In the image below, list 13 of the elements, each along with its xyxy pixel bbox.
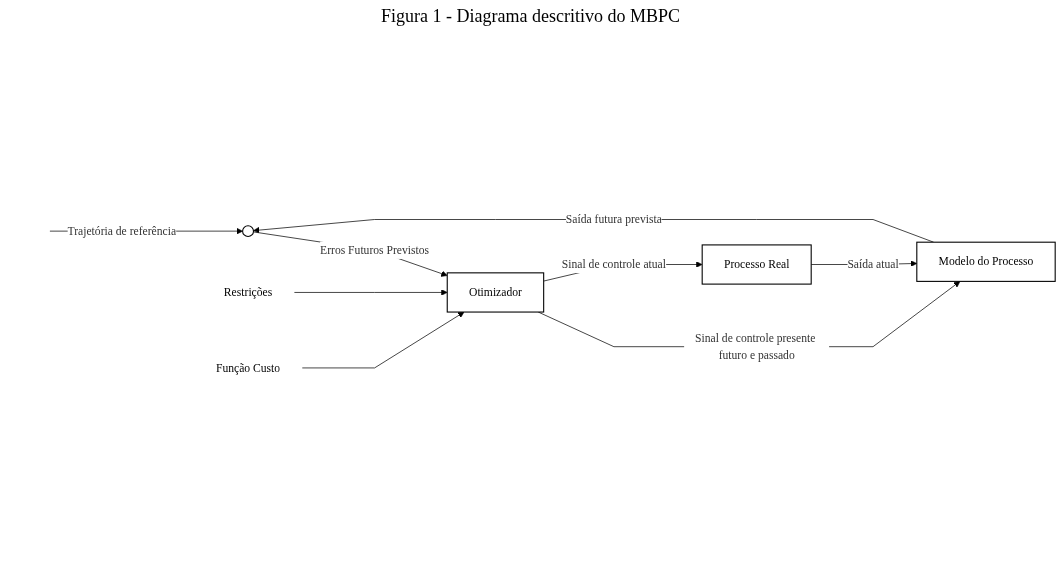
node-box: Processo Real — [701, 244, 812, 285]
edge-label: Sinal de controle atual — [561, 257, 666, 271]
edge-label: Saída atual — [847, 257, 899, 271]
node-circle — [242, 224, 255, 237]
node-text: Restrições — [223, 285, 273, 299]
edge-label: Sinal de controle presente futuro e passado — [695, 331, 816, 362]
node-text: Função Custo — [215, 361, 281, 374]
figure-title: Figura 1 - Diagrama descritivo do MBPC — [380, 5, 681, 28]
edge-label: Erros Futuros Previstos — [320, 243, 430, 256]
edge-label: Trajetória de referência — [67, 224, 177, 237]
node-box: Modelo do Processo — [916, 241, 1056, 282]
node-box: Otimizador — [446, 272, 545, 313]
edge-label: Saída futura prevista — [565, 212, 662, 226]
